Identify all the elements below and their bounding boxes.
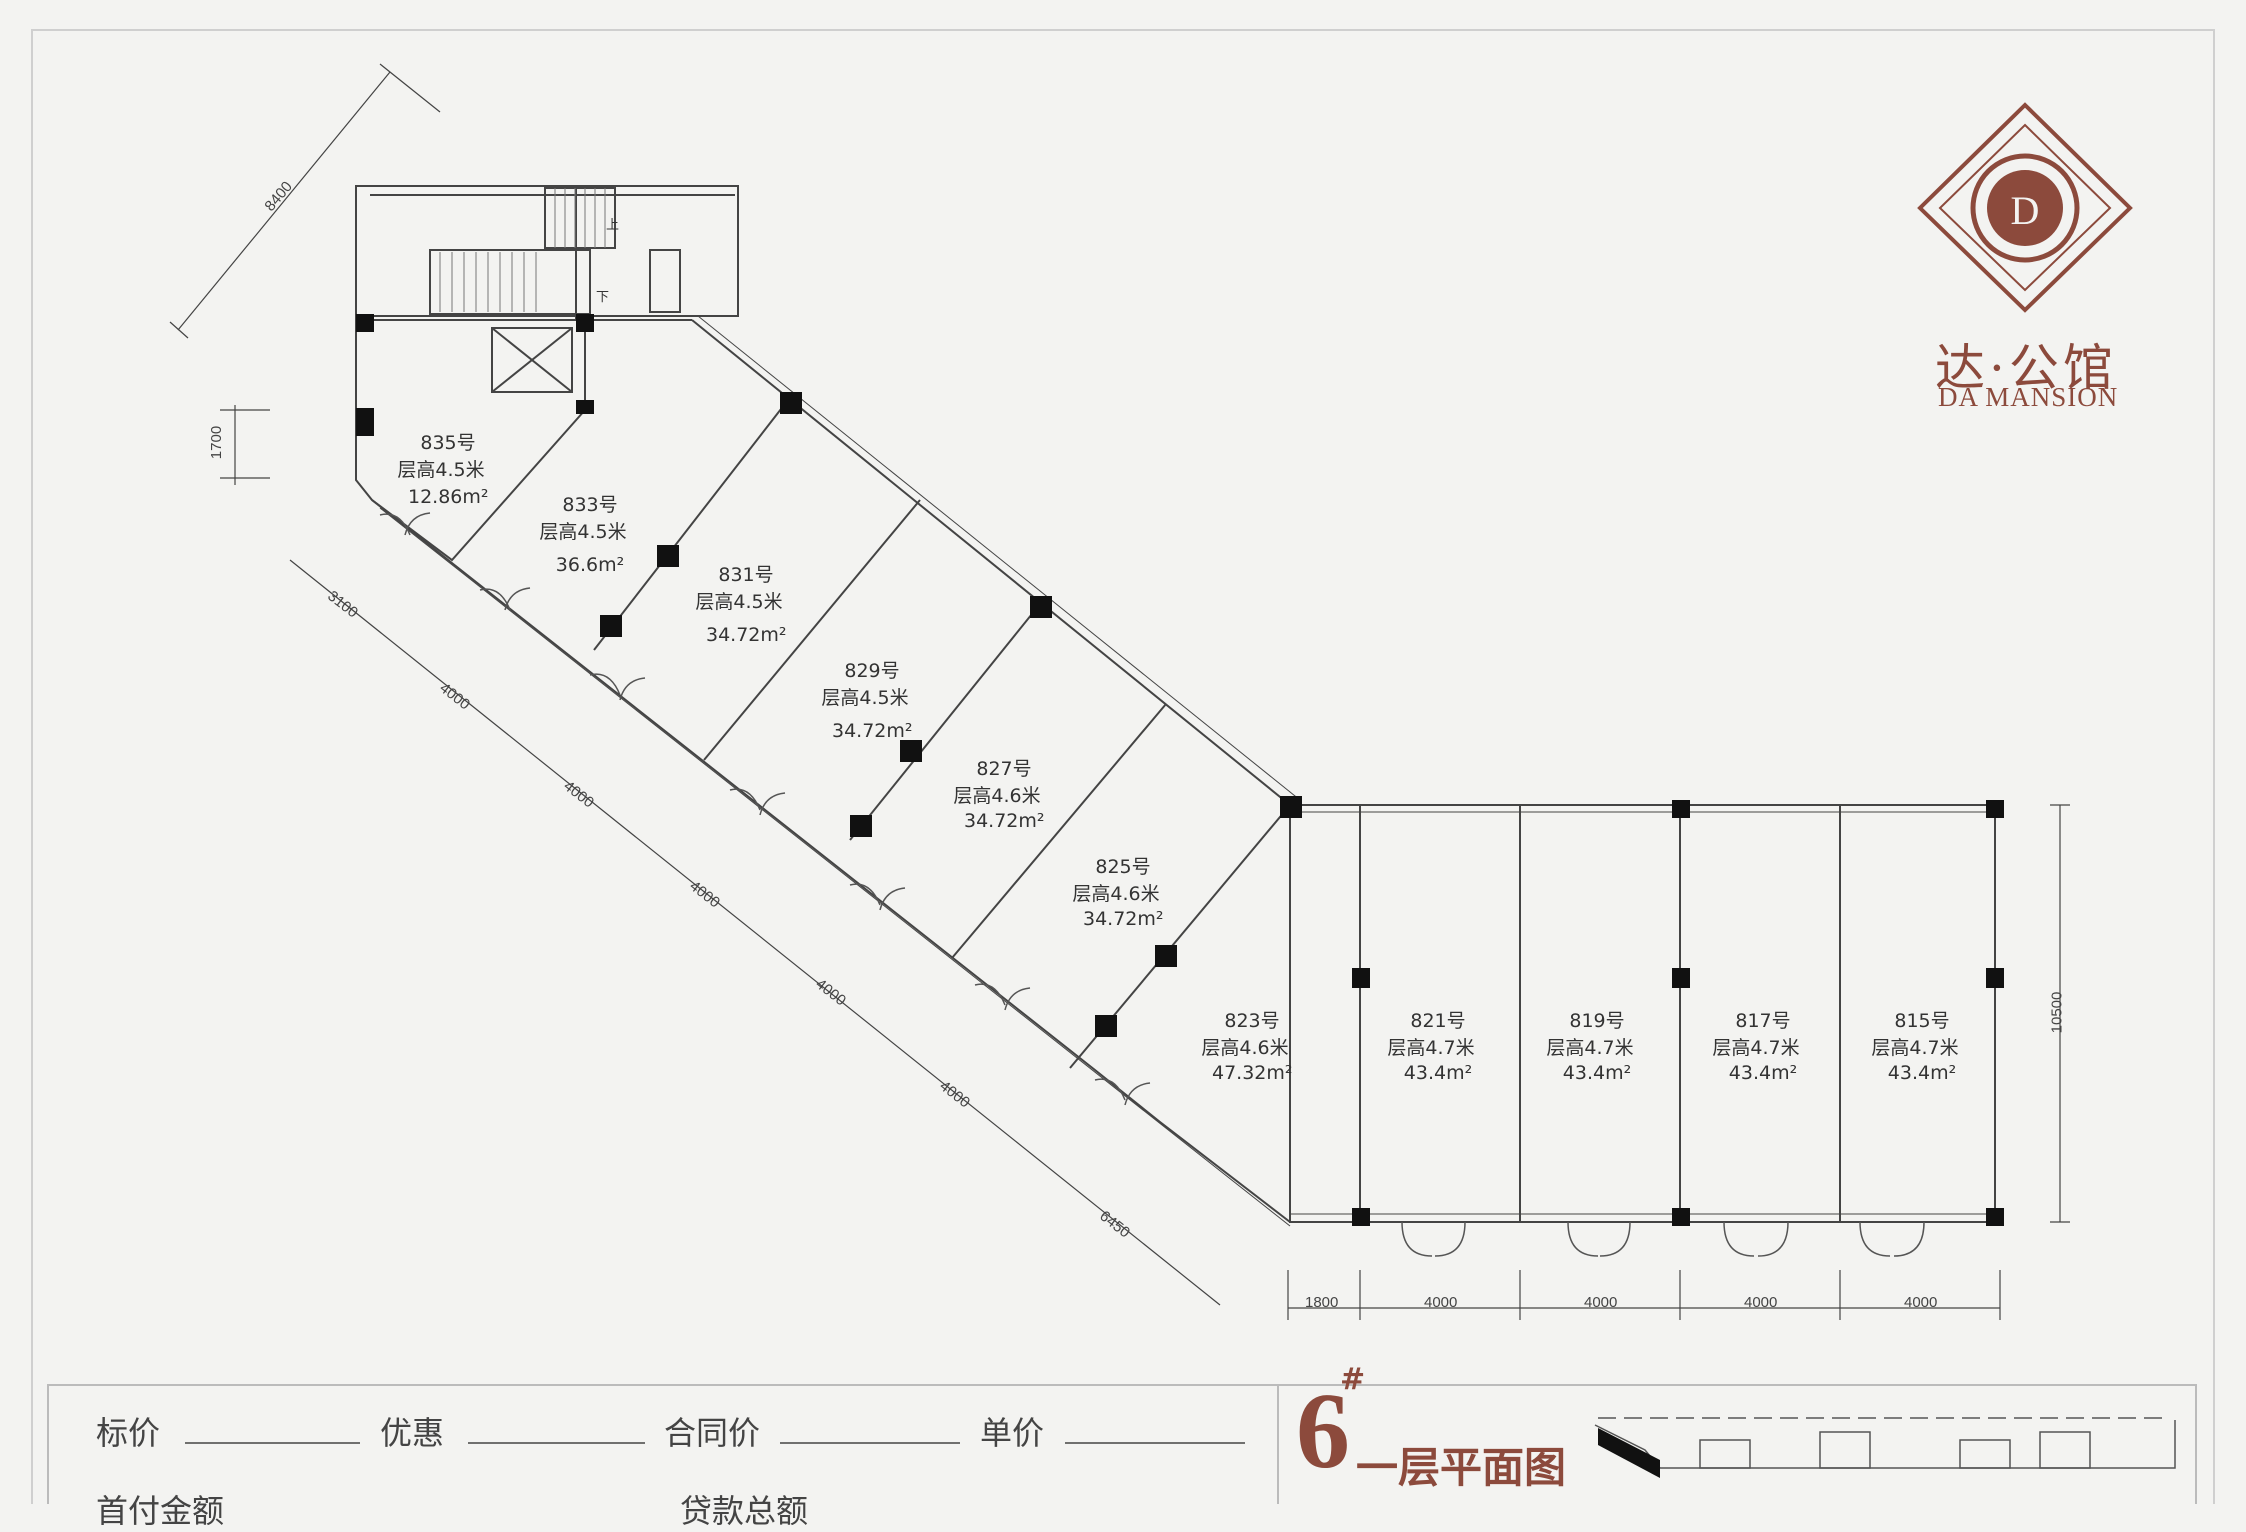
dim-bottom-5: 4000: [1904, 1294, 1938, 1311]
partition-831-829: [703, 499, 921, 761]
room-height: 层高4.6米: [1072, 883, 1160, 905]
building-number: 6: [1296, 1372, 1350, 1491]
brand-name-en: DA MANSION: [1938, 382, 2119, 412]
room-819[interactable]: 819号 层高4.7米 43.4m²: [1546, 1006, 1637, 1084]
stair-flight-upper: [544, 187, 616, 249]
partition-827-825: [951, 703, 1167, 959]
floor-plan-title: 一层平面图: [1356, 1443, 1567, 1492]
room-height: 层高4.5米: [539, 521, 627, 543]
form-box: [47, 1384, 1279, 1504]
unit-price-label: 单价: [980, 1414, 1045, 1452]
room-829[interactable]: 829号 层高4.5米 34.72m²: [821, 656, 913, 742]
partition-829-827: [849, 603, 1041, 841]
room-817[interactable]: 817号 层高4.7米 43.4m²: [1712, 1006, 1803, 1084]
room-number: 817号: [1735, 1010, 1791, 1032]
room-number: 825号: [1095, 856, 1151, 878]
dim-right: 10500: [2048, 991, 2066, 1034]
key-plan: [1594, 1417, 2176, 1478]
room-831[interactable]: 831号 层高4.5米 34.72m²: [695, 560, 787, 646]
room-815[interactable]: 815号 层高4.7米 43.4m²: [1871, 1006, 1962, 1084]
dim-bottom-3: 4000: [1584, 1294, 1618, 1311]
room-area: 34.72m²: [964, 810, 1045, 832]
room-area: 36.6m²: [555, 554, 625, 576]
room-area: 43.4m²: [1728, 1062, 1798, 1084]
room-area: 34.72m²: [1083, 908, 1164, 930]
wall-835: [355, 316, 586, 562]
room-area: 12.86m²: [408, 486, 489, 508]
brand-name-cn: 达·公馆: [1935, 339, 2117, 397]
building-mark: #: [1340, 1362, 1366, 1397]
stair-up-label: 上: [606, 218, 620, 233]
room-area: 43.4m²: [1887, 1062, 1957, 1084]
room-827[interactable]: 827号 层高4.6米 34.72m²: [953, 754, 1045, 832]
room-number: 833号: [562, 494, 618, 516]
logo-emblem: D: [1917, 102, 2133, 313]
room-number: 823号: [1224, 1010, 1280, 1032]
room-number: 835号: [420, 432, 476, 454]
list-price-label: 标价: [96, 1414, 161, 1452]
dim-left: 1700: [208, 425, 226, 460]
loan-total-label: 贷款总额: [680, 1492, 809, 1530]
dim-bottom-1: 1800: [1305, 1294, 1339, 1311]
discount-label: 优惠: [380, 1414, 445, 1452]
contract-price-label: 合同价: [664, 1414, 761, 1452]
partition-833-831: [593, 399, 789, 651]
room-height: 层高4.7米: [1546, 1037, 1634, 1059]
front-facade: [371, 499, 1291, 1223]
room-821[interactable]: 821号 层高4.7米 43.4m²: [1387, 1006, 1478, 1084]
room-height: 层高4.5米: [821, 687, 909, 709]
room-number: 831号: [718, 564, 774, 586]
straight-block: [1289, 804, 1996, 1223]
elevator-shaft: [491, 327, 573, 393]
room-area: 34.72m²: [832, 720, 913, 742]
room-number: 829号: [844, 660, 900, 682]
room-height: 层高4.6米: [953, 785, 1041, 807]
room-height: 层高4.7米: [1712, 1037, 1800, 1059]
room-area: 47.32m²: [1212, 1062, 1293, 1084]
stair-down-label: 下: [596, 290, 610, 305]
dim-bottom-4: 4000: [1744, 1294, 1778, 1311]
dimension-lines: [169, 63, 2070, 1320]
room-height: 层高4.7米: [1387, 1037, 1475, 1059]
room-825[interactable]: 825号 层高4.6米 34.72m²: [1072, 852, 1164, 930]
room-area: 43.4m²: [1403, 1062, 1473, 1084]
room-823[interactable]: 823号 层高4.6米 47.32m²: [1201, 1006, 1293, 1084]
doors: [379, 512, 1925, 1257]
room-height: 层高4.6米: [1201, 1037, 1289, 1059]
room-833[interactable]: 833号 层高4.5米 36.6m²: [539, 490, 630, 576]
room-height: 层高4.5米: [397, 459, 485, 481]
room-number: 821号: [1410, 1010, 1466, 1032]
page-frame: [31, 29, 2215, 1504]
room-835[interactable]: 835号 层高4.5米 12.86m²: [397, 428, 489, 508]
room-height: 层高4.7米: [1871, 1037, 1959, 1059]
room-number: 819号: [1569, 1010, 1625, 1032]
stair-core: [355, 185, 577, 321]
down-payment-label: 首付金额: [96, 1492, 225, 1530]
dim-bottom-2: 4000: [1424, 1294, 1458, 1311]
columns: [356, 314, 2004, 1226]
room-height: 层高4.5米: [695, 591, 783, 613]
stair-flight-lower: [429, 249, 591, 315]
svg-text:D: D: [2011, 188, 2040, 233]
title-box: [1277, 1384, 2197, 1504]
room-area: 43.4m²: [1562, 1062, 1632, 1084]
room-number: 827号: [976, 758, 1032, 780]
room-number: 815号: [1894, 1010, 1950, 1032]
room-area: 34.72m²: [706, 624, 787, 646]
